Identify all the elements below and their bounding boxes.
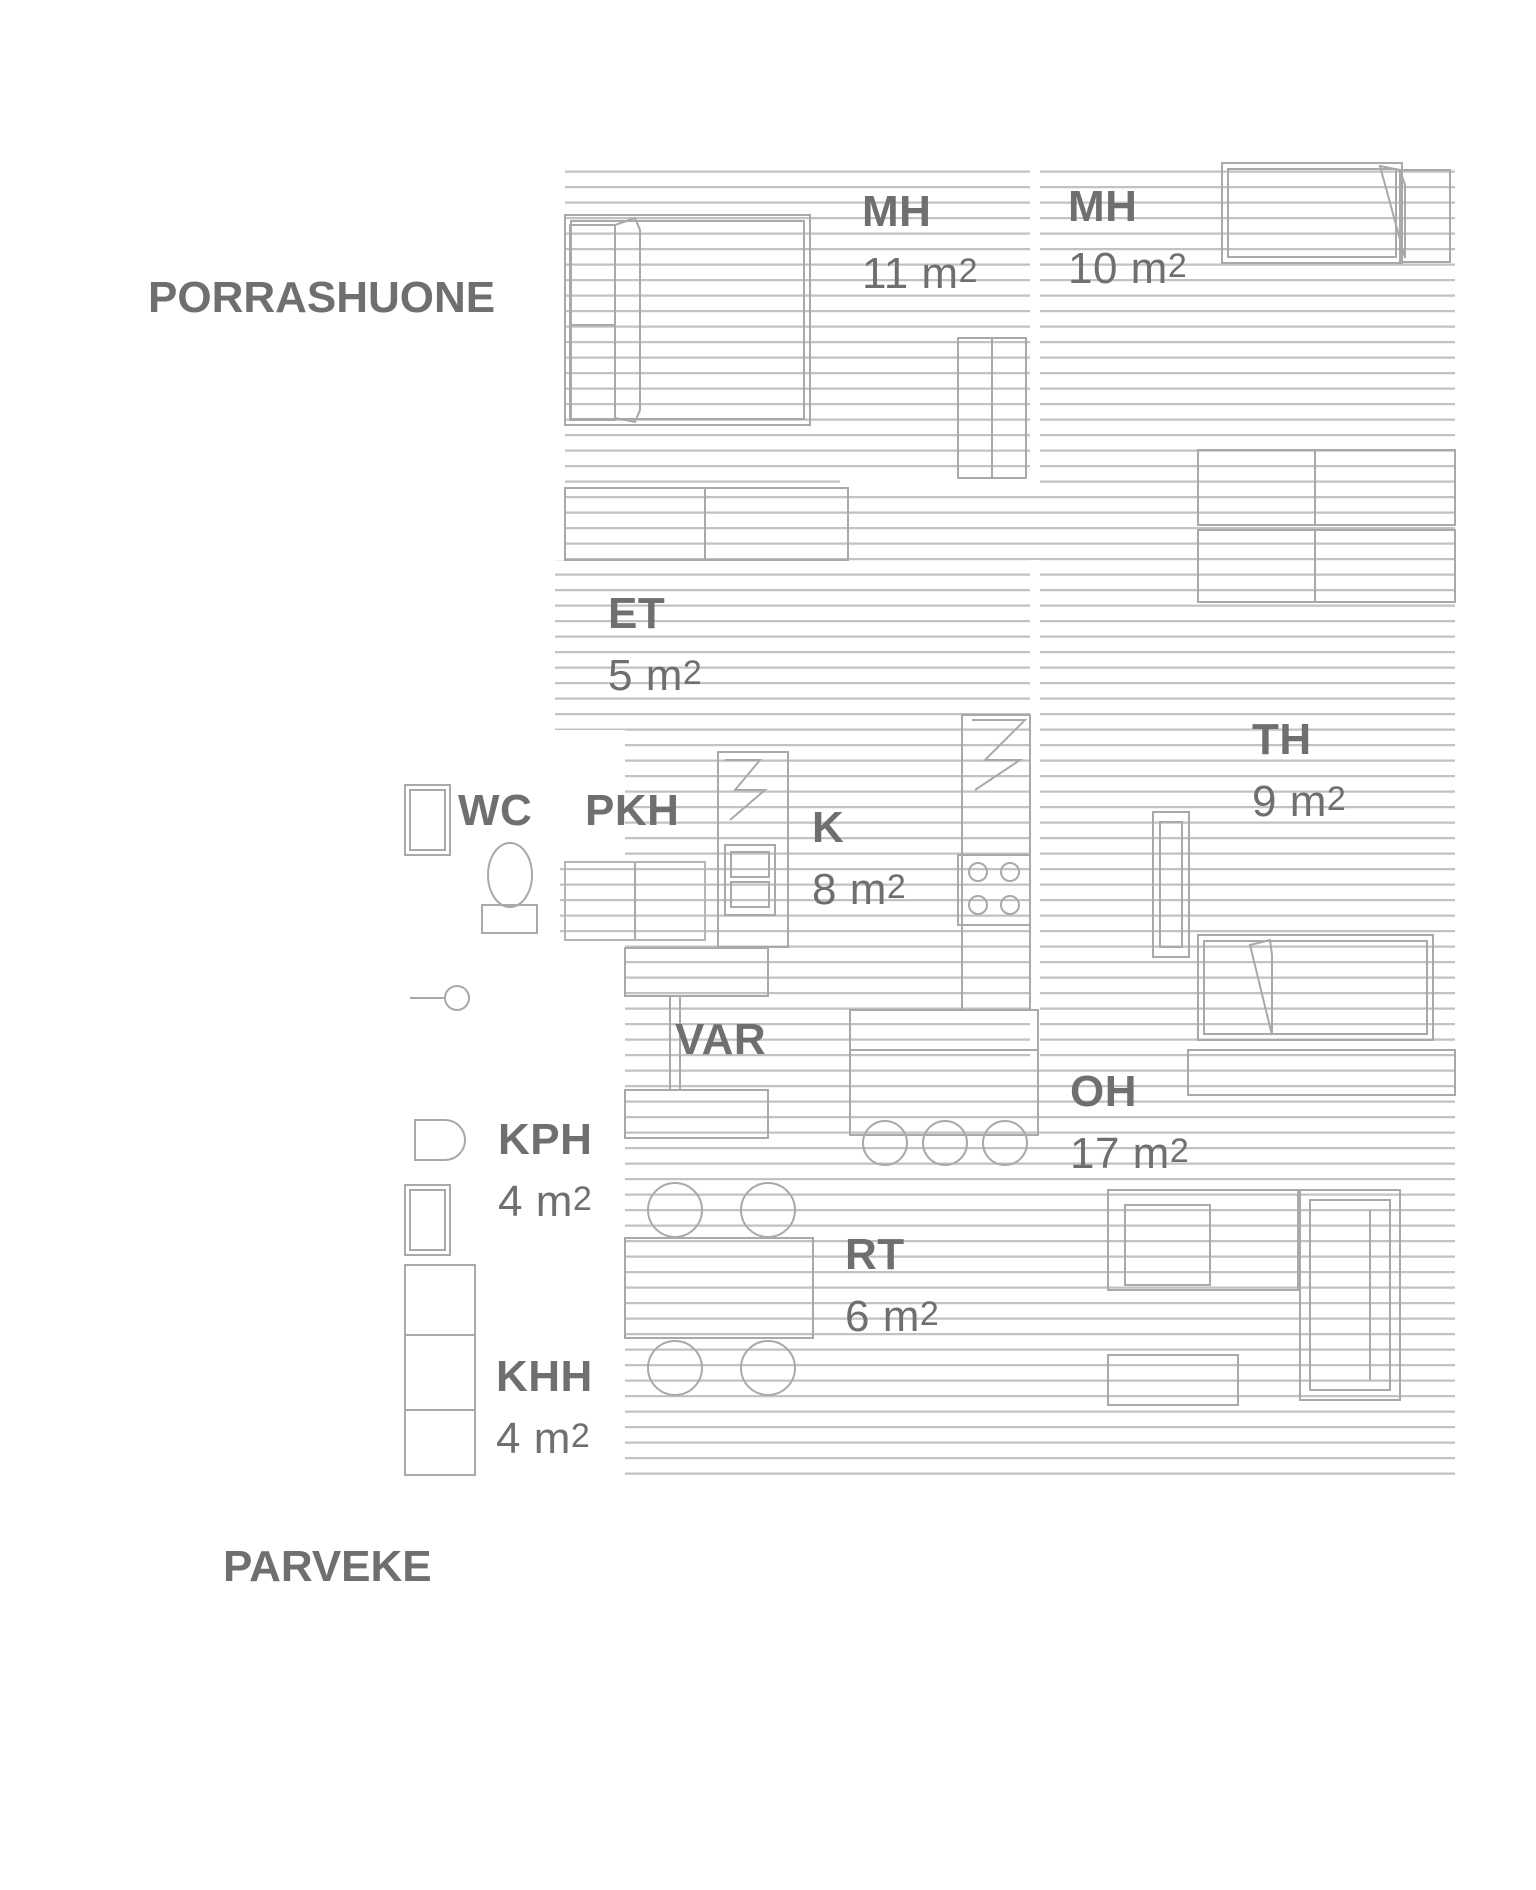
stairwell-label: PORRASHUONE bbox=[148, 273, 496, 322]
room-area: 11 m2 bbox=[862, 249, 978, 298]
room-area: 4 m2 bbox=[498, 1177, 593, 1226]
room-name: MH bbox=[1068, 182, 1138, 231]
room-area: 9 m2 bbox=[1252, 777, 1347, 826]
room-label-var: VAR bbox=[675, 1018, 766, 1062]
room-name: KHH bbox=[496, 1352, 593, 1401]
room-label-pkh: PKH bbox=[585, 789, 679, 833]
sofa bbox=[1107, 1189, 1401, 1401]
bed-bedroom-1 bbox=[564, 214, 811, 426]
room-name: MH bbox=[862, 187, 932, 236]
room-label-rt: RT 6 m2 bbox=[845, 1233, 939, 1339]
wall-openings bbox=[840, 160, 1040, 1060]
room-name: VAR bbox=[675, 1015, 767, 1064]
room-label-th: TH 9 m2 bbox=[1252, 718, 1346, 824]
room-label-wc: WC bbox=[458, 789, 532, 833]
coffee-table bbox=[1107, 1354, 1239, 1406]
room-area: 17 m2 bbox=[1070, 1129, 1190, 1178]
bed-bedroom-2 bbox=[1221, 162, 1451, 264]
room-label-k: K 8 m2 bbox=[812, 806, 906, 912]
room-label-oh: OH 17 m2 bbox=[1070, 1070, 1189, 1176]
room-name: KPH bbox=[498, 1115, 593, 1164]
room-label-kph: KPH 4 m2 bbox=[498, 1118, 592, 1224]
room-label-mh-2: MH 10 m2 bbox=[1068, 185, 1187, 291]
study-bed bbox=[1197, 934, 1434, 1041]
balcony-label: PARVEKE bbox=[223, 1542, 432, 1591]
room-name: WC bbox=[458, 786, 533, 835]
kitchen-island bbox=[849, 1009, 1039, 1166]
room-area: 6 m2 bbox=[845, 1292, 940, 1341]
hall-storage bbox=[564, 487, 849, 561]
floor-area bbox=[555, 160, 1455, 1475]
room-name: ET bbox=[608, 589, 666, 638]
furniture bbox=[404, 162, 1456, 1476]
room-area: 10 m2 bbox=[1068, 244, 1188, 293]
room-label-mh-1: MH 11 m2 bbox=[862, 190, 978, 296]
room-name: PKH bbox=[585, 786, 680, 835]
room-name: K bbox=[812, 803, 845, 852]
stove bbox=[957, 854, 1031, 926]
room-area: 5 m2 bbox=[608, 651, 703, 700]
room-name: OH bbox=[1070, 1067, 1137, 1116]
room-name: TH bbox=[1252, 715, 1312, 764]
wardrobe-bedroom-1 bbox=[957, 337, 1027, 479]
wc-fixtures bbox=[404, 784, 706, 1011]
pantry-shelving bbox=[624, 947, 769, 1139]
room-label-khh: KHH 4 m2 bbox=[496, 1355, 593, 1461]
room-label-et: ET 5 m2 bbox=[608, 592, 702, 698]
wardrobe-bedroom-2 bbox=[1197, 449, 1456, 603]
living-shelf bbox=[1187, 1049, 1456, 1096]
room-area: 8 m2 bbox=[812, 865, 907, 914]
dining-table bbox=[624, 1182, 814, 1396]
room-name: RT bbox=[845, 1230, 905, 1279]
room-area: 4 m2 bbox=[496, 1414, 591, 1463]
study-shelf bbox=[1152, 811, 1190, 958]
bathroom-fixtures bbox=[404, 1119, 466, 1256]
sauna-benches bbox=[404, 1264, 476, 1476]
